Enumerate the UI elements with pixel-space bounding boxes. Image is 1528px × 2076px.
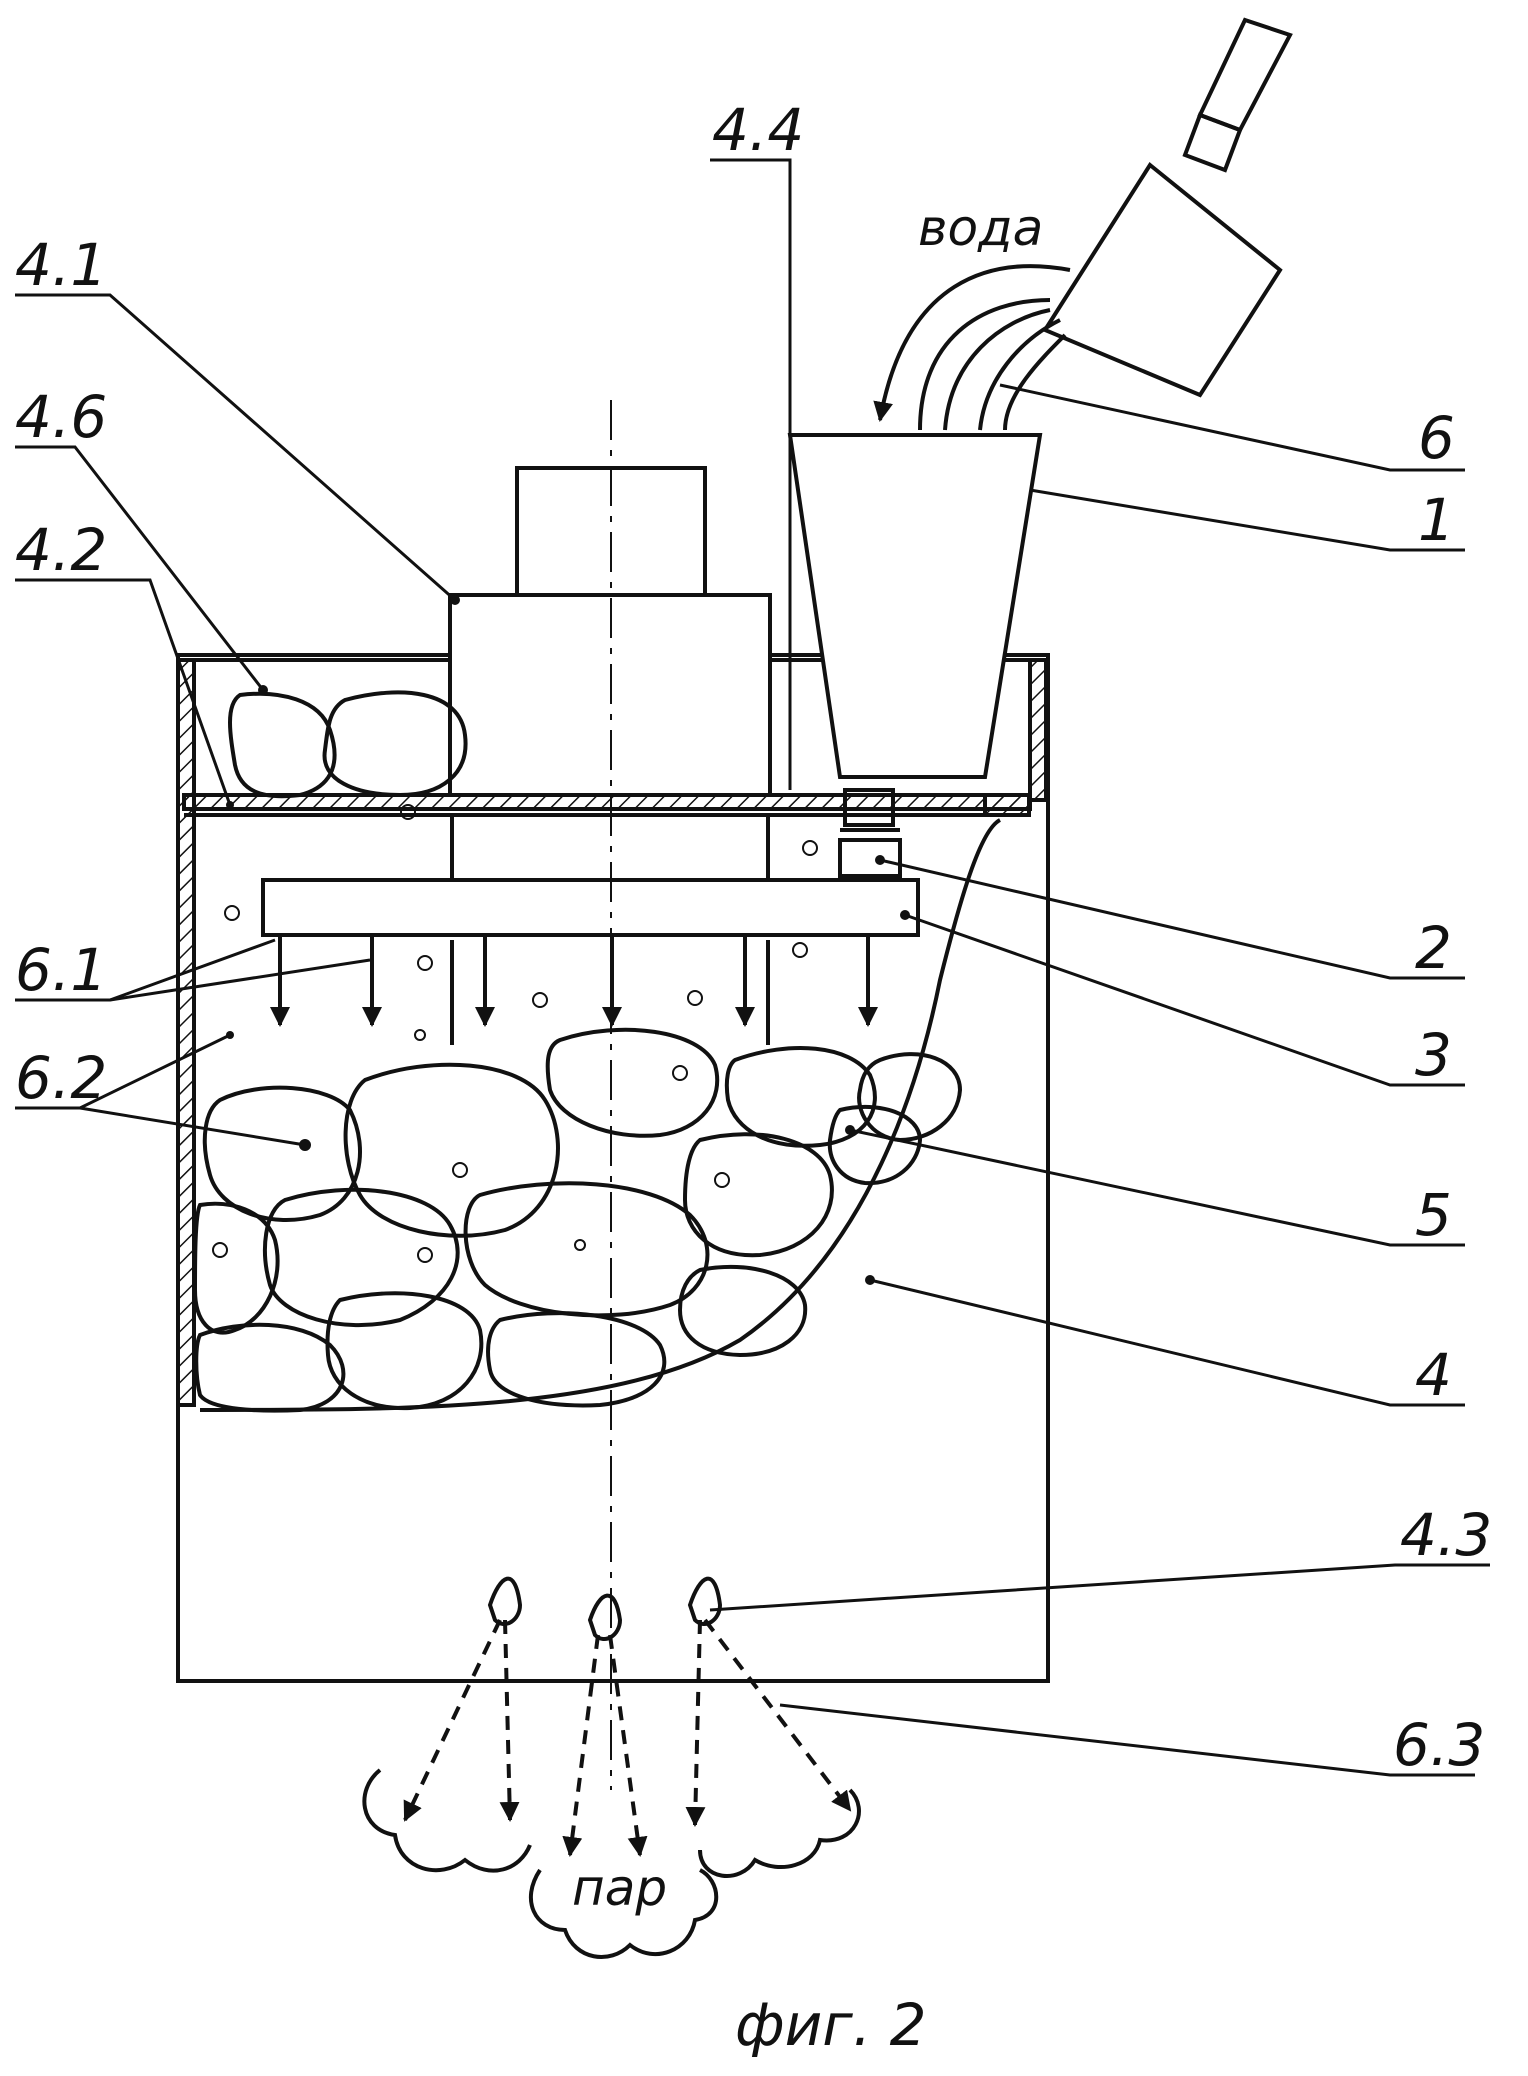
leader-6-1b — [109, 958, 371, 1002]
leader-6-3 — [779, 1703, 1475, 1777]
distribution-pipe-3 — [261, 878, 920, 937]
steam-cloud-center — [528, 1868, 719, 1959]
top-stone-2 — [322, 690, 468, 798]
water-holes — [212, 804, 818, 1263]
reference-dots — [226, 595, 910, 1285]
steam-outlets-4-3 — [487, 1576, 723, 1641]
stone-bed — [192, 1027, 963, 1413]
top-stone-1 — [228, 691, 337, 799]
figure-caption: фиг. 2 — [735, 1991, 927, 2059]
leader-6-2b — [79, 1106, 306, 1147]
valve-2 — [843, 788, 895, 827]
label-5: 5 — [1415, 1181, 1452, 1249]
water-direction-arrow — [873, 264, 1071, 422]
steam-cloud-right — [698, 1788, 861, 1878]
ladle-collar — [1182, 112, 1243, 173]
leader-4 — [869, 1278, 1465, 1407]
steam-arrows-6-3 — [403, 1618, 852, 1857]
label-4: 4 — [1415, 1341, 1452, 1409]
valve-2-lower — [838, 838, 902, 878]
ladle-bucket — [1042, 162, 1283, 398]
stones-boundary-5 — [199, 818, 1002, 1412]
leader-4-3 — [709, 1563, 1490, 1612]
leader-1 — [1029, 488, 1465, 552]
leader-4-4 — [710, 158, 792, 790]
label-4-6: 4.6 — [15, 383, 107, 451]
label-4-3: 4.3 — [1400, 1501, 1492, 1569]
label-4-1: 4.1 — [15, 231, 107, 299]
label-4-4: 4.4 — [712, 96, 804, 164]
left-wall-insulation — [176, 658, 196, 1407]
steam-label: пар — [572, 1859, 667, 1917]
label-6-1: 6.1 — [15, 936, 107, 1004]
leader-4-1 — [15, 293, 456, 602]
label-6-2: 6.2 — [15, 1044, 107, 1112]
leader-6 — [999, 383, 1465, 472]
label-1: 1 — [1418, 486, 1455, 554]
water-label: вода — [918, 199, 1043, 257]
leader-4-2 — [15, 578, 232, 806]
steam-cloud-left — [362, 1768, 532, 1873]
label-2: 2 — [1415, 914, 1452, 982]
label-6-3: 6.3 — [1393, 1711, 1485, 1779]
label-6: 6 — [1418, 404, 1455, 472]
right-wall-strip — [1028, 658, 1048, 802]
leader-3 — [904, 913, 1465, 1087]
funnel-1 — [787, 433, 1043, 779]
water-stream-6 — [918, 298, 1051, 431]
leader-5 — [849, 1128, 1465, 1247]
label-3: 3 — [1415, 1021, 1452, 1089]
shelf-4-2 — [182, 793, 1032, 811]
label-4-2: 4.2 — [15, 516, 107, 584]
ladle-handle — [1197, 17, 1293, 133]
water-nozzle-arrows-6-1 — [270, 935, 878, 1027]
leader-4-6 — [15, 445, 265, 691]
leader-2 — [879, 858, 1465, 980]
